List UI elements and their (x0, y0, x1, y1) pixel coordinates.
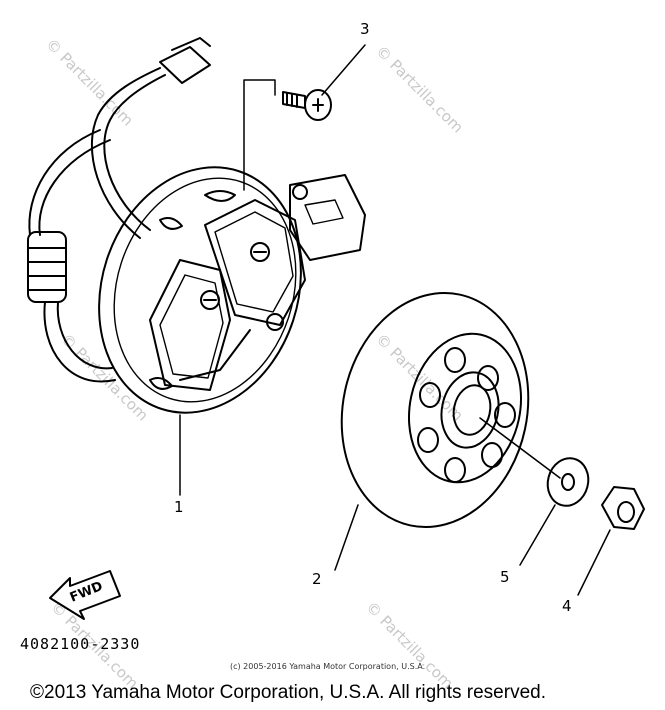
small-copyright: (c) 2005-2016 Yamaha Motor Corporation, … (230, 662, 426, 671)
callout-1: 1 (174, 498, 184, 516)
nut (601, 486, 645, 530)
washer (546, 457, 590, 507)
flywheel-rotor (340, 292, 530, 528)
callout-5: 5 (500, 568, 510, 586)
footer-copyright: ©2013 Yamaha Motor Corporation, U.S.A. A… (30, 682, 546, 703)
bolt-bracket-leader (243, 79, 276, 191)
leader-3 (321, 44, 366, 96)
fwd-arrow-icon (49, 570, 121, 620)
callout-4: 4 (562, 597, 572, 615)
diagram-part-number: 4082100-2330 (20, 635, 141, 653)
fwd-label: FWD (68, 579, 105, 606)
leader-2 (334, 504, 359, 571)
leader-4 (577, 529, 611, 596)
bolt (282, 89, 332, 121)
stator-assembly (27, 37, 366, 414)
callout-2: 2 (312, 570, 322, 588)
shaft-axis-leader (479, 417, 561, 479)
callout-3: 3 (360, 20, 370, 38)
leader-5 (519, 504, 556, 566)
